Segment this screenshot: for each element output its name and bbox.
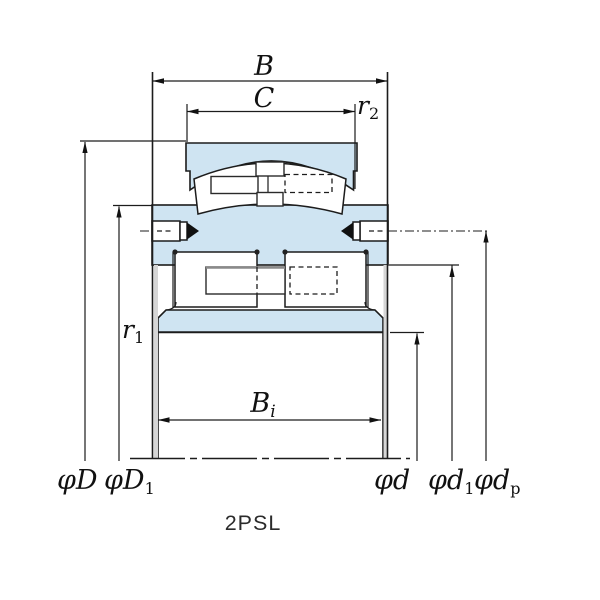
dim-label-B: B (253, 51, 274, 82)
lower-roller-right (284, 251, 367, 308)
dim-label-Bi: Bi (249, 388, 275, 422)
sleeve-band-section (157, 309, 384, 333)
right-wall-gray (383, 265, 388, 458)
dim-arrow (369, 417, 381, 423)
dim-arrow (449, 265, 455, 277)
dim-arrow (187, 108, 199, 115)
left-pin-tip (187, 222, 199, 240)
dim-arrow (483, 231, 489, 243)
dim-label-r1: r1 (122, 315, 144, 347)
dim-label-C: C (254, 83, 275, 114)
cage-notch-bottom (256, 191, 284, 207)
sleeve-body (158, 332, 383, 458)
dim-arrow (152, 78, 164, 84)
outer-ring-section (185, 142, 358, 192)
left-wall-gray (154, 265, 158, 458)
roller-corner-dot (363, 249, 369, 255)
lower-hidden-pocket-dashed (289, 266, 338, 295)
dim-label-phiD1: φD1 (104, 465, 155, 498)
dim-label-r2: r2 (357, 91, 379, 123)
dim-arrow (116, 206, 122, 218)
dim-label-phidp: φdp (474, 465, 520, 498)
bearing-type-caption: 2PSL (225, 511, 282, 535)
roller-corner-dot (172, 249, 178, 255)
dim-label-phiD: φD (57, 465, 98, 496)
right-pin-tip (341, 222, 353, 240)
lower-cage-pocket (205, 266, 286, 295)
roller-corner-dot (282, 249, 288, 255)
roller-corner-dot (254, 249, 260, 255)
dim-arrow (82, 141, 88, 153)
dim-label-phid1: φd1 (428, 465, 474, 498)
dim-arrow (343, 108, 355, 115)
upper-cage-pocket (210, 175, 259, 195)
dim-arrow (376, 78, 388, 84)
dim-label-phid: φd (374, 465, 410, 496)
dim-arrow (158, 417, 170, 423)
dim-arrow (414, 333, 420, 345)
left-pin-cap (179, 221, 188, 241)
upper-hidden-pocket-dashed (284, 173, 333, 194)
right-pin-cap (352, 221, 361, 241)
cage-notch-top (255, 161, 285, 177)
